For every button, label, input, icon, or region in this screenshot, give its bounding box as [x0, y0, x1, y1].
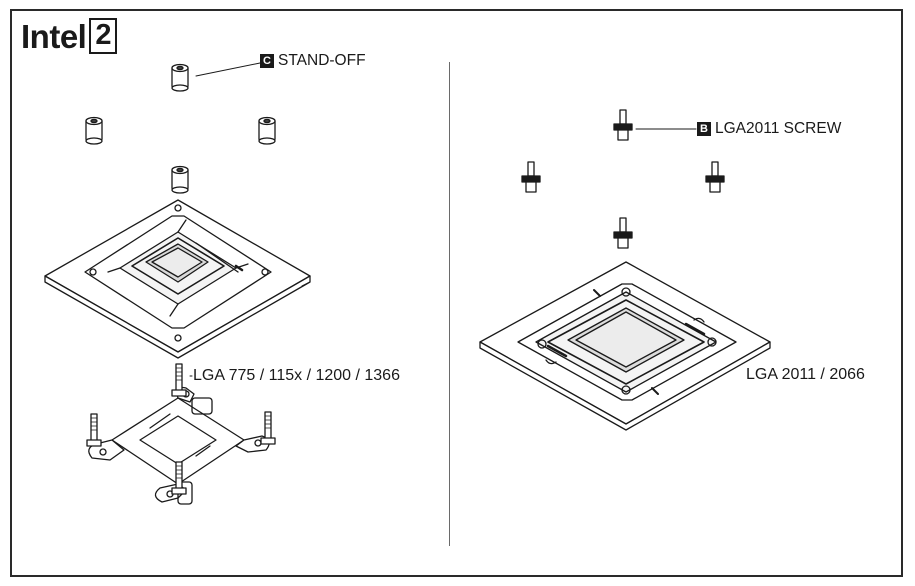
left-motherboard: [44, 199, 311, 359]
backplate-bolt-left: [86, 413, 102, 447]
diagram-frame: [10, 9, 903, 577]
left-socket-label: LGA 775 / 115x / 1200 / 1366: [193, 367, 400, 384]
screw-callout: B LGA2011 SCREW: [697, 120, 841, 138]
screw-key-badge: B: [697, 122, 711, 136]
lga2011-screw-left: [521, 161, 541, 193]
standoff-key-badge: C: [260, 54, 274, 68]
right-socket-label: LGA 2011 / 2066: [746, 366, 865, 383]
backplate-bolt-right: [260, 411, 276, 445]
right-motherboard: [479, 261, 771, 431]
standoff-callout: C STAND-OFF: [260, 52, 366, 70]
standoff-leader-line: [195, 62, 261, 77]
backplate-bolt-top: [171, 363, 187, 397]
standoff-top: [171, 63, 189, 92]
lga2011-screw-right: [705, 161, 725, 193]
lga2011-screw-top: [613, 109, 633, 141]
standoff-callout-label: STAND-OFF: [278, 52, 366, 69]
screw-callout-label: LGA2011 SCREW: [715, 120, 842, 137]
standoff-left: [85, 116, 103, 145]
standoff-right: [258, 116, 276, 145]
panel-divider: [449, 62, 450, 546]
backplate-bolt-bottom: [171, 461, 187, 495]
lga2011-screw-bottom: [613, 217, 633, 249]
title-brand: Intel: [21, 17, 87, 55]
page-title: Intel 2: [21, 16, 118, 56]
standoff-bottom: [171, 165, 189, 194]
title-step-number: 2: [89, 18, 118, 54]
